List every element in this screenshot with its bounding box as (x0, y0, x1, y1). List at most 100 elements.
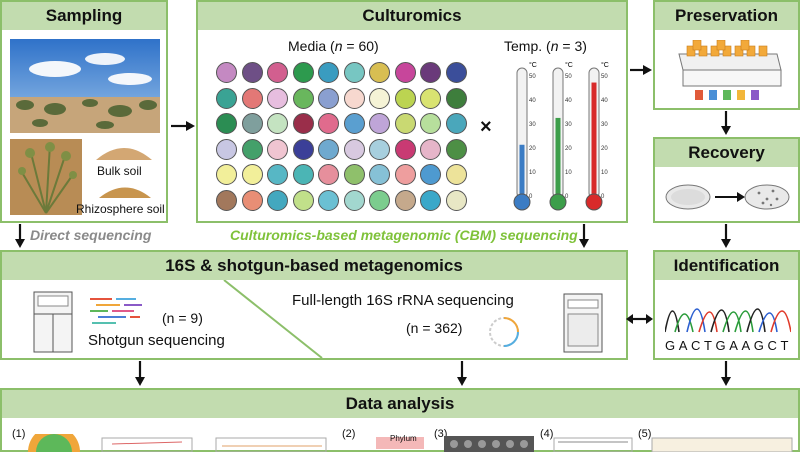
svg-text:30: 30 (601, 122, 608, 128)
media-dot (318, 189, 339, 211)
svg-text:40: 40 (565, 98, 572, 104)
media-dot (394, 62, 416, 83)
shotgun-count: (n = 9) (162, 310, 203, 326)
bulk-soil-icon (96, 148, 152, 160)
media-label: Media (n = 60) (288, 38, 379, 54)
media-dot (292, 62, 314, 83)
media-dot (292, 138, 314, 160)
media-dot (267, 62, 288, 83)
svg-text:20: 20 (529, 146, 536, 152)
media-dot (267, 87, 288, 109)
media-dot (445, 87, 467, 109)
media-dot (343, 62, 365, 83)
media-dot (445, 113, 467, 134)
media-dot (445, 189, 467, 211)
media-dot (318, 164, 339, 185)
media-dot (394, 189, 416, 211)
chromatogram (665, 308, 791, 333)
phylum-tag: Phylum (390, 434, 417, 443)
media-dot (292, 113, 314, 134)
sampling-panel: Sampling Bulk soil Rhizosphere s (0, 0, 168, 223)
media-dot (420, 87, 441, 109)
media-dot (394, 164, 416, 185)
media-dot (241, 87, 263, 109)
svg-text:0: 0 (565, 194, 569, 200)
media-dot (241, 189, 263, 211)
identification-panel: Identification GACTGAAGCT (653, 250, 800, 360)
svg-text:0: 0 (601, 194, 605, 200)
panel-divider (223, 280, 323, 358)
reads-icon (90, 298, 142, 324)
media-dot (420, 62, 441, 83)
temp-label: Temp. (n = 3) (504, 38, 587, 54)
media-dot (292, 189, 314, 211)
svg-text:40: 40 (529, 98, 536, 104)
preservation-title: Preservation (655, 2, 798, 30)
media-dot (420, 113, 441, 134)
media-dot (420, 138, 441, 160)
svg-text:°C: °C (565, 61, 573, 69)
pacbio-sequencer-icon (563, 293, 603, 353)
media-dot (241, 164, 263, 185)
svg-text:30: 30 (529, 122, 536, 128)
media-dot (318, 113, 339, 134)
svg-text:10: 10 (601, 170, 608, 176)
media-dot (445, 138, 467, 160)
media-dot (369, 189, 390, 211)
media-dot (445, 62, 467, 83)
media-dot (369, 113, 390, 134)
plant-photo (10, 139, 82, 215)
media-dot (369, 164, 390, 185)
multiply-sign: × (480, 116, 492, 138)
svg-text:20: 20 (565, 146, 572, 152)
analysis-marker-1: (1) (12, 428, 26, 440)
analysis-marker-5: (5) (638, 428, 652, 440)
svg-text:30: 30 (565, 122, 572, 128)
media-grid (198, 2, 467, 211)
svg-text:50: 50 (565, 74, 572, 80)
fl16s-label: Full-length 16S rRNA sequencing (292, 292, 514, 309)
media-dot (420, 189, 441, 211)
media-dot (292, 164, 314, 185)
data-analysis-title: Data analysis (2, 390, 798, 418)
sampling-title: Sampling (2, 2, 166, 30)
media-dot (369, 87, 390, 109)
svg-text:50: 50 (601, 74, 608, 80)
media-dot (394, 87, 416, 109)
media-dot (369, 62, 390, 83)
metagenomics-title: 16S & shotgun-based metagenomics (2, 252, 626, 280)
media-dot (216, 164, 237, 185)
fl16s-count: (n = 362) (406, 320, 463, 336)
media-dot (267, 189, 288, 211)
media-dot (343, 189, 365, 211)
thermometer-2: °C 50 40 30 20 10 0 (549, 61, 573, 211)
rhizosphere-soil-icon (99, 187, 151, 198)
media-dot (318, 138, 339, 160)
landscape-photo (10, 39, 160, 133)
direct-sequencing-label: Direct sequencing (30, 227, 152, 243)
culturomics-title: Culturomics (198, 2, 626, 30)
analysis-marker-4: (4) (540, 428, 554, 440)
analysis-thumbnails (28, 434, 793, 452)
circular-genome-icon (489, 317, 519, 347)
metagenomics-panel: 16S & shotgun-based metagenomics (n = 9)… (0, 250, 628, 360)
svg-text:10: 10 (565, 170, 572, 176)
cbm-sequencing-label: Culturomics-based metagenomic (CBM) sequ… (230, 227, 578, 243)
sequencer-icon (33, 291, 73, 353)
svg-text:20: 20 (601, 146, 608, 152)
data-analysis-panel: Data analysis (1) (2) (3) (4) (5) Phylum (0, 388, 800, 452)
culturomics-panel: Culturomics Media (n = 60) Temp. (n = 3)… (196, 0, 628, 223)
media-dot (241, 62, 263, 83)
svg-text:40: 40 (601, 98, 608, 104)
media-dot (292, 87, 314, 109)
media-dot (216, 189, 237, 211)
media-dot (241, 138, 263, 160)
media-dot (318, 62, 339, 83)
media-dot (394, 113, 416, 134)
media-dot (420, 164, 441, 185)
svg-text:0: 0 (529, 194, 533, 200)
svg-text:°C: °C (529, 61, 537, 69)
